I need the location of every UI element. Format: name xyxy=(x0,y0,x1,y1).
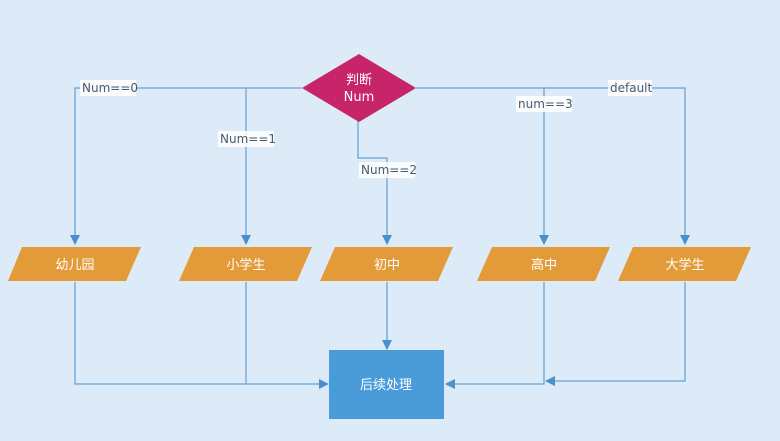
node-youeryuan[interactable]: 幼儿园 xyxy=(8,247,141,281)
edge-youeryuan-to-process xyxy=(74,282,329,389)
decision-label-line1: 判断 xyxy=(346,73,372,88)
edge-default xyxy=(544,87,690,245)
condition-label-0: Num==0 xyxy=(82,81,138,95)
edge-num2 xyxy=(357,120,392,245)
condition-label-default: default xyxy=(610,81,653,95)
edge-num0 xyxy=(70,87,302,245)
edge-gaozhong-to-process xyxy=(445,282,545,389)
node-daxuesheng[interactable]: 大学生 xyxy=(618,247,751,281)
node-label: 初中 xyxy=(374,258,400,273)
node-chuzhong[interactable]: 初中 xyxy=(320,247,453,281)
condition-label-1: Num==1 xyxy=(220,132,276,146)
condition-label-3: num==3 xyxy=(518,97,573,111)
process-node[interactable]: 后续处理 xyxy=(329,350,444,419)
decision-label-line2: Num xyxy=(344,90,375,105)
process-label: 后续处理 xyxy=(360,378,412,393)
condition-label-2: Num==2 xyxy=(361,163,417,177)
node-gaozhong[interactable]: 高中 xyxy=(477,247,610,281)
node-xiaoxuesheng[interactable]: 小学生 xyxy=(179,247,312,281)
node-label: 小学生 xyxy=(226,257,265,273)
decision-node[interactable]: 判断 Num xyxy=(302,54,416,122)
edge-daxuesheng-to-process xyxy=(545,282,686,386)
node-label: 高中 xyxy=(531,257,557,273)
node-label: 幼儿园 xyxy=(55,258,94,273)
node-label: 大学生 xyxy=(665,257,704,273)
